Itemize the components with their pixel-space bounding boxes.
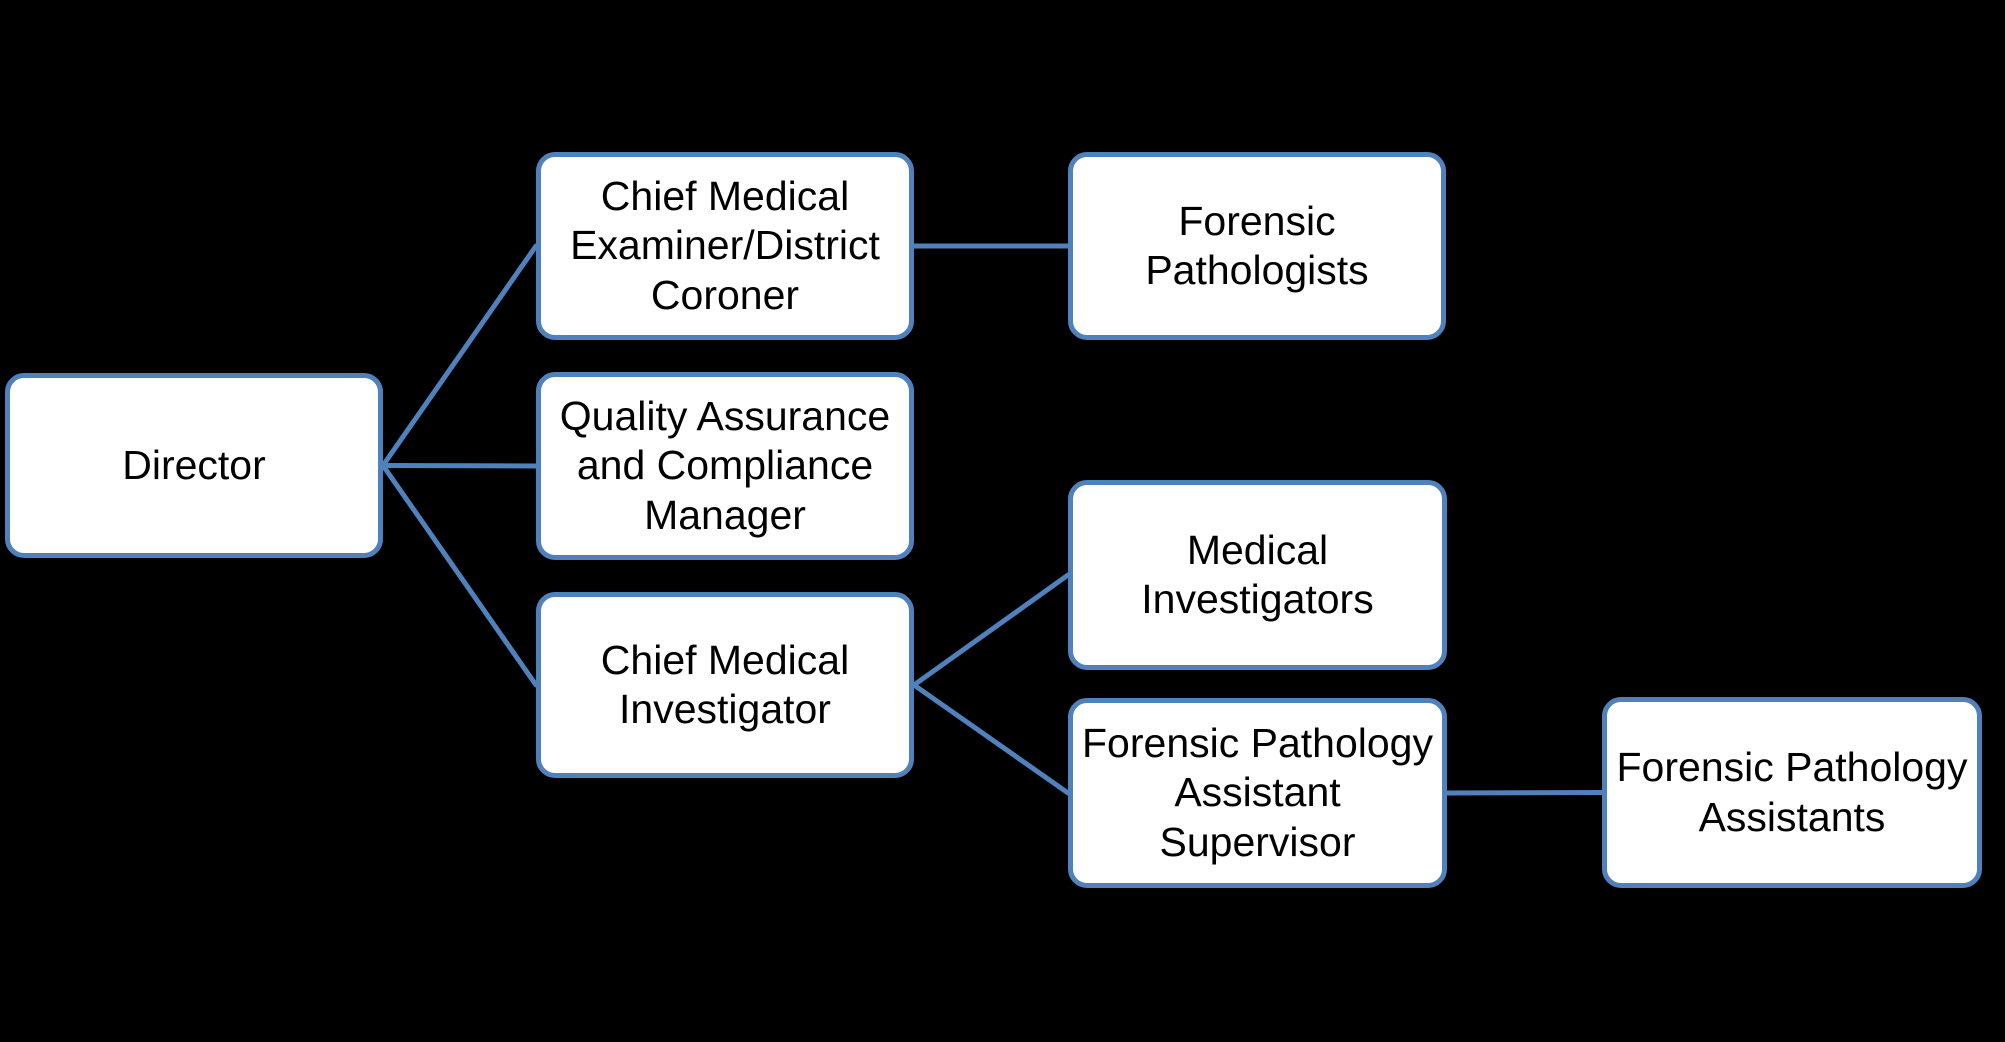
connector-line xyxy=(380,463,539,688)
node-qa-compliance-manager-label: Quality Assurance and Compliance Manager xyxy=(559,393,891,538)
connector-line xyxy=(1444,790,1605,796)
node-fpa-assistants: Forensic Pathology Assistants xyxy=(1602,697,1982,888)
node-chief-medical-investigator: Chief Medical Investigator xyxy=(536,592,914,778)
node-chief-medical-examiner: Chief Medical Examiner/District Coroner xyxy=(536,152,914,340)
node-director: Director xyxy=(5,373,383,558)
node-director-label: Director xyxy=(122,441,266,488)
node-fpa-supervisor-label: Forensic Pathology Assistant Supervisor xyxy=(1082,720,1433,865)
node-chief-medical-investigator-label: Chief Medical Investigator xyxy=(600,636,850,732)
node-chief-medical-examiner-label: Chief Medical Examiner/District Coroner xyxy=(570,173,880,318)
node-fpa-supervisor: Forensic Pathology Assistant Supervisor xyxy=(1068,698,1447,888)
connector-line xyxy=(911,572,1071,688)
node-medical-investigators-label: Medical Investigators xyxy=(1141,526,1374,622)
connector-line xyxy=(380,463,539,469)
node-medical-investigators: Medical Investigators xyxy=(1068,480,1447,670)
node-qa-compliance-manager: Quality Assurance and Compliance Manager xyxy=(536,372,914,560)
connector-line xyxy=(380,243,539,468)
connector-line xyxy=(911,682,1071,796)
node-fpa-assistants-label: Forensic Pathology Assistants xyxy=(1616,744,1968,840)
node-forensic-pathologists-label: Forensic Pathologists xyxy=(1145,197,1369,293)
node-forensic-pathologists: Forensic Pathologists xyxy=(1068,152,1446,340)
